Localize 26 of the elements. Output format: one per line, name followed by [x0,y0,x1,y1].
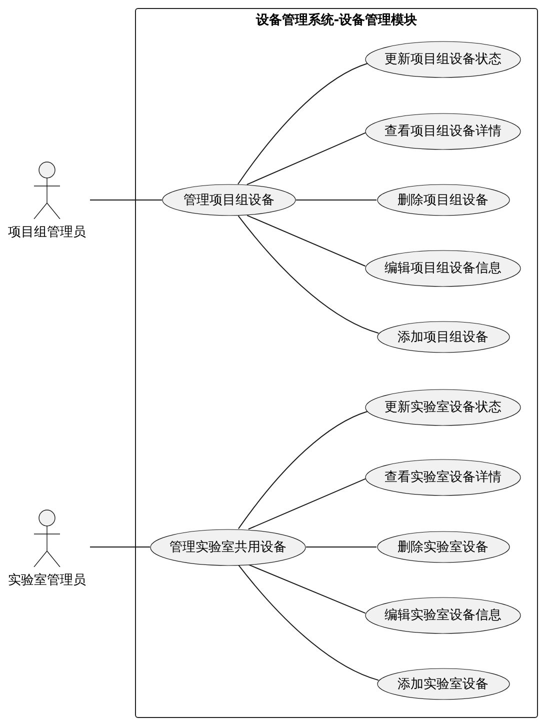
actor-label: 项目组管理员 [7,224,87,241]
use-case-ellipse: 管理实验室共用设备 [150,528,306,566]
association-line [248,564,366,614]
use-case-ellipse: 删除项目组设备 [376,184,510,216]
use-case-ellipse: 更新项目组设备状态 [365,40,521,78]
association-line [238,564,379,681]
use-case-ellipse: 添加实验室设备 [376,668,510,700]
use-case-ellipse: 更新实验室设备状态 [365,388,521,426]
use-case-ellipse: 查看实验室设备详情 [365,458,521,496]
use-case-ellipse: 编辑实验室设备信息 [365,596,521,634]
association-line [238,63,368,185]
use-case-ellipse: 管理项目组设备 [162,184,296,216]
association-line [248,478,366,530]
use-case-ellipse: 编辑项目组设备信息 [365,250,521,286]
use-case-ellipse: 删除实验室设备 [376,531,510,563]
association-line [90,546,150,548]
system-title: 设备管理系统-设备管理模块 [254,12,418,29]
association-line [238,410,368,530]
use-case-ellipse: 添加项目组设备 [376,321,510,353]
association-line [238,215,379,334]
system-boundary [135,8,538,718]
association-line [306,546,377,548]
use-case-ellipse: 查看项目组设备详情 [365,112,521,150]
association-line [246,214,366,267]
actor-label: 实验室管理员 [7,572,87,589]
association-line [246,132,366,186]
